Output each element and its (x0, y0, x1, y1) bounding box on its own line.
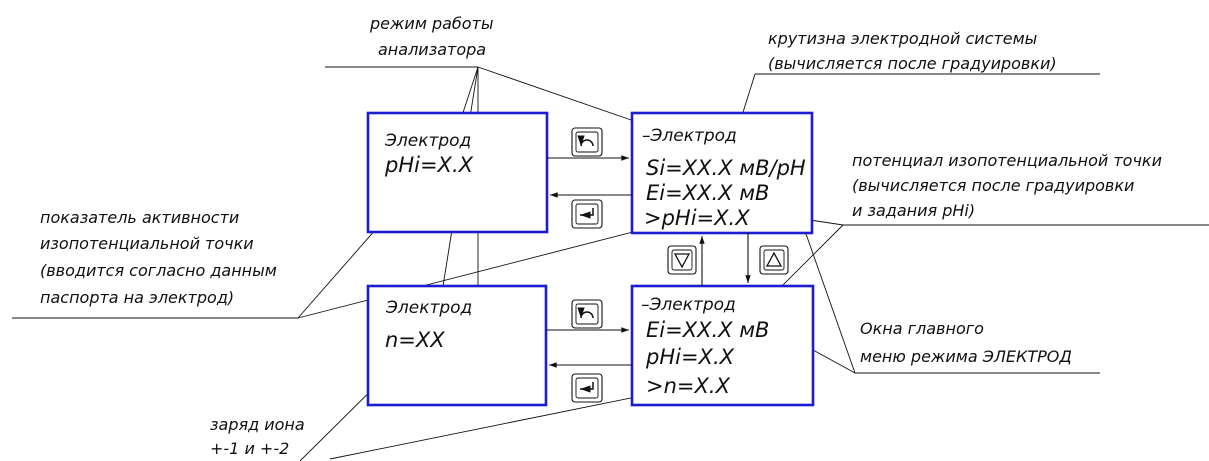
back-arrow-icon (577, 307, 594, 319)
annotation-line: (вводится согласно данным (40, 261, 277, 280)
screen-line: Электрод (384, 131, 471, 151)
enter-button-bottom (571, 373, 603, 403)
down-triangle-icon (673, 253, 691, 269)
annotation-line: крутизна электродной системы (768, 29, 1037, 48)
transition-arrows (546, 155, 751, 368)
screen-line: –Электрод (642, 126, 737, 146)
screen-line: n=XX (385, 328, 445, 352)
annotation-line: заряд иона (210, 415, 305, 434)
annotation-line: анализатора (378, 40, 486, 59)
annotation-line: паспорта на электрод) (40, 288, 234, 307)
annotation-line: потенциал изопотенциальной точки (852, 151, 1162, 170)
annotation-line: +-1 и +-2 (210, 439, 289, 458)
screen-line: >n=X.X (646, 374, 731, 398)
screen-line: Si=XX.X мВ/pH (646, 156, 806, 180)
annotation-line: Окна главного (860, 319, 984, 338)
annotation-line: (вычисляется после градуировки) (768, 54, 1057, 73)
annotation-line: меню режима ЭЛЕКТРОД (860, 347, 1072, 366)
up-triangle-icon (765, 251, 783, 267)
enter-button-top (571, 199, 603, 229)
annotation-line: (вычисляется после градуировки (852, 176, 1134, 195)
annotation-activity: показатель активности изопотенциальной т… (40, 208, 277, 307)
annotation-potential: потенциал изопотенциальной точки (вычисл… (852, 151, 1162, 220)
screen-main-top: –Электрод Si=XX.X мВ/pH Ei=XX.X мВ >pHi=… (630, 111, 814, 235)
screen-line: Ei=XX.X мВ (646, 181, 769, 205)
leader-lines (12, 66, 1209, 461)
annotation-line: показатель активности (40, 208, 239, 227)
screen-main-bottom: –Электрод Ei=XX.X мВ pHi=X.X >n=X.X (630, 284, 815, 407)
annotation-line: изопотенциальной точки (40, 234, 254, 253)
screen-phi-edit: Электрод pHi=X.X (366, 111, 549, 234)
annotation-charge: заряд иона +-1 и +-2 (210, 415, 305, 458)
back-button-bottom (571, 299, 603, 329)
down-button (667, 245, 697, 275)
enter-arrow-icon (580, 382, 594, 393)
screen-line: >pHi=X.X (644, 206, 750, 230)
annotation-line: режим работы (369, 14, 494, 33)
screen-line: Электрод (385, 298, 472, 318)
screen-line: pHi=X.X (384, 153, 474, 177)
screen-line: Ei=XX.X мВ (646, 318, 769, 342)
enter-arrow-icon (580, 208, 594, 219)
back-arrow-icon (577, 135, 594, 147)
annotation-line: и задания pHi) (852, 201, 975, 220)
screen-line: –Электрод (641, 295, 736, 315)
back-button-top (571, 127, 603, 157)
annotation-windows: Окна главного меню режима ЭЛЕКТРОД (860, 319, 1072, 366)
annotation-slope: крутизна электродной системы (вычисляетс… (768, 29, 1057, 73)
screen-n-edit: Электрод n=XX (366, 284, 548, 407)
screen-line: pHi=X.X (645, 345, 735, 369)
annotation-mode: режим работы анализатора (369, 14, 494, 59)
up-button (759, 245, 789, 275)
